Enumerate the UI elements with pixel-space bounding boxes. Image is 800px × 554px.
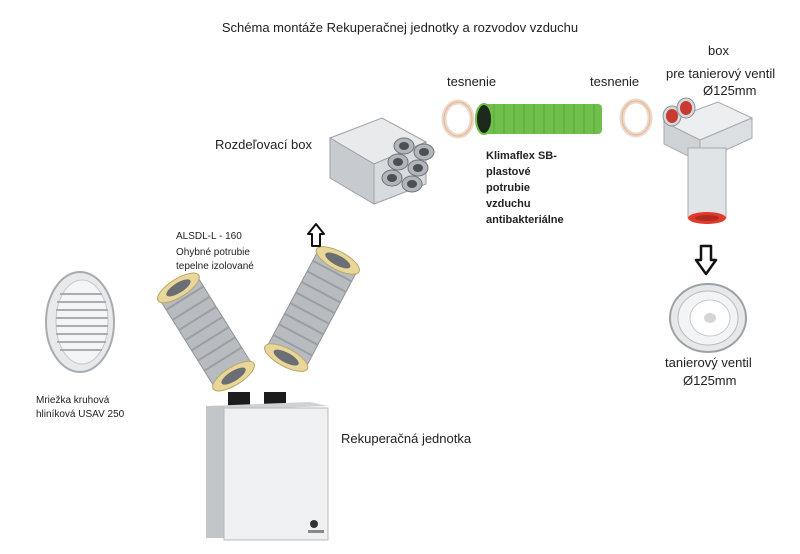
duct-code-label: ALSDL-L - 160 [176, 231, 242, 242]
round-grille-image [45, 271, 115, 373]
seal-left-label: tesnenie [447, 74, 497, 89]
valve-box-image [662, 97, 754, 224]
box-label: box [708, 43, 729, 58]
grille-label-line2: hliníková USAV 250 [36, 409, 125, 420]
recuperation-unit-label: Rekuperačná jednotka [341, 431, 472, 446]
box-subtitle-label: pre tanierový ventil [666, 66, 776, 81]
plate-valve-image [669, 283, 747, 353]
green-pipe-image [475, 103, 602, 135]
seal-ring-right-image [619, 98, 653, 138]
seal-right-label: tesnenie [590, 74, 640, 89]
flexible-duct-right-image [264, 246, 360, 372]
up-arrow-icon [307, 223, 325, 247]
box-size-label: Ø125mm [703, 83, 757, 98]
seal-ring-left-image [441, 99, 475, 139]
recuperation-unit-image [206, 392, 329, 541]
grille-label-line1: Mriežka kruhová [36, 395, 110, 406]
distribution-box-label: Rozdeľovací box [215, 137, 313, 152]
klimaflex-label-line4: vzduchu [486, 198, 531, 210]
plate-valve-label: tanierový ventil [665, 355, 752, 370]
klimaflex-label-line1: Klimaflex SB- [486, 150, 557, 162]
klimaflex-label-line5: antibakteriálne [486, 214, 564, 226]
klimaflex-label-line3: potrubie [486, 182, 530, 194]
diagram-title: Schéma montáže Rekuperačnej jednotky a r… [221, 20, 579, 35]
duct-desc-line2: tepelne izolované [176, 261, 254, 272]
plate-valve-size-label: Ø125mm [683, 373, 737, 388]
klimaflex-label-line2: plastové [486, 166, 531, 178]
down-arrow-icon [694, 244, 718, 276]
duct-desc-line1: Ohybné potrubie [176, 247, 250, 258]
flexible-duct-left-image [157, 272, 255, 392]
distribution-box-image [328, 117, 435, 205]
